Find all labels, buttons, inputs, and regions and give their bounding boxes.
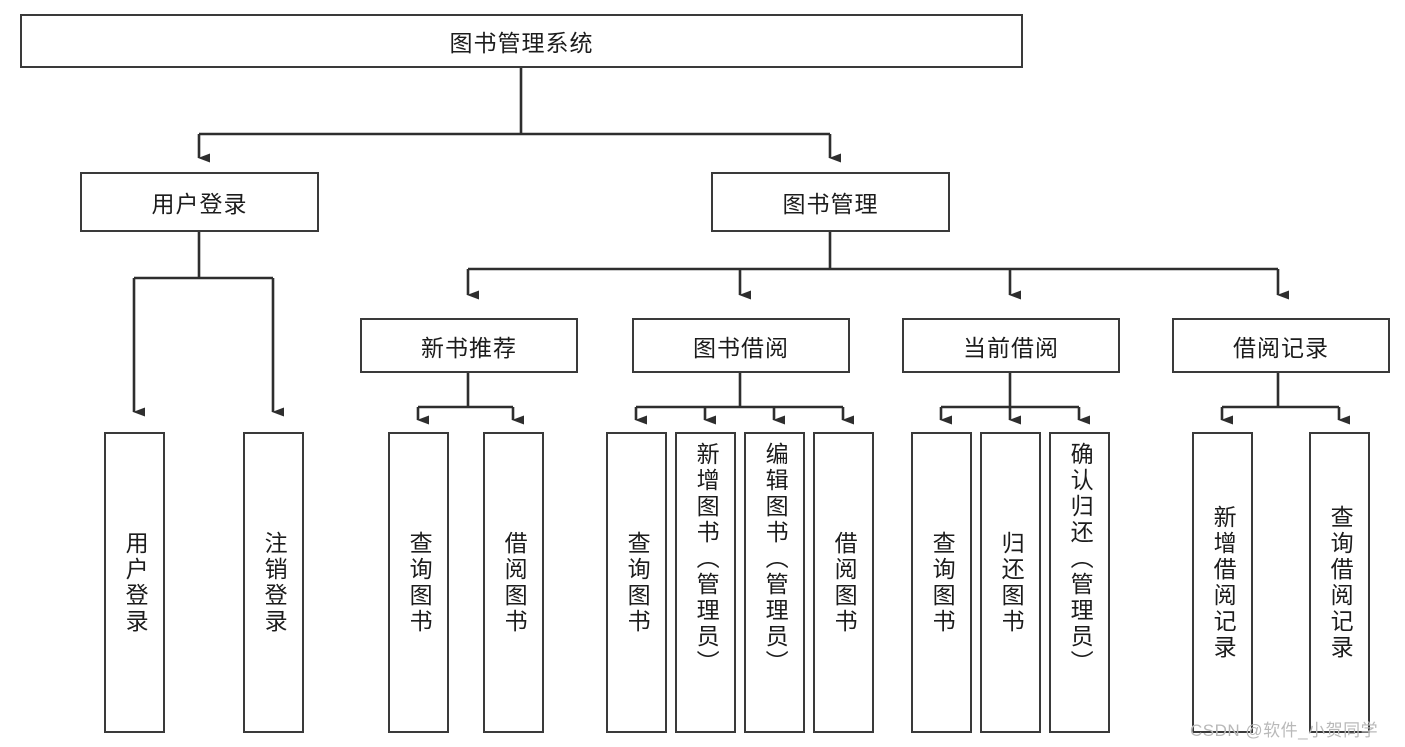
node-leaf-add-borrow-record[interactable]: 新增借阅记录 — [1192, 432, 1253, 733]
node-leaf-user-logout[interactable]: 注销登录 — [243, 432, 304, 733]
node-label: 借阅图书 — [831, 530, 858, 635]
node-borrow-record[interactable]: 借阅记录 — [1172, 318, 1390, 373]
node-label: 借阅图书 — [501, 530, 528, 635]
node-leaf-borrow-book[interactable]: 借阅图书 — [813, 432, 874, 733]
node-leaf-query-book-recommend[interactable]: 查询图书 — [388, 432, 449, 733]
node-label: 归还图书 — [998, 530, 1025, 635]
node-leaf-borrow-book-recommend[interactable]: 借阅图书 — [483, 432, 544, 733]
node-label: 查询借阅记录 — [1327, 504, 1354, 661]
node-label: 图书借阅 — [693, 334, 789, 361]
node-label: 查询图书 — [624, 530, 651, 635]
node-label: 图书管理系统 — [449, 30, 594, 56]
node-leaf-edit-book-admin[interactable]: 编辑图书（管理员） — [744, 432, 805, 733]
node-label: 图书管理 — [782, 191, 879, 217]
node-label: 新书推荐 — [421, 334, 517, 361]
node-root-system[interactable]: 图书管理系统 — [20, 14, 1023, 68]
node-leaf-user-login[interactable]: 用户登录 — [104, 432, 165, 733]
node-leaf-query-book-borrow[interactable]: 查询图书 — [606, 432, 667, 733]
node-leaf-return-book[interactable]: 归还图书 — [980, 432, 1041, 733]
node-current-borrow[interactable]: 当前借阅 — [902, 318, 1120, 373]
node-label: 借阅记录 — [1233, 334, 1329, 361]
node-label: 注销登录 — [261, 530, 288, 635]
node-label: 当前借阅 — [963, 334, 1059, 361]
node-label: 用户登录 — [122, 530, 149, 635]
node-label: 编辑图书（管理员） — [762, 442, 789, 676]
node-leaf-confirm-return-admin[interactable]: 确认归还（管理员） — [1049, 432, 1110, 733]
node-leaf-query-book-current[interactable]: 查询图书 — [911, 432, 972, 733]
node-label: 查询图书 — [406, 530, 433, 635]
node-book-management[interactable]: 图书管理 — [711, 172, 950, 232]
node-label: 确认归还（管理员） — [1067, 442, 1094, 676]
node-new-book-recommend[interactable]: 新书推荐 — [360, 318, 578, 373]
node-leaf-query-borrow-record[interactable]: 查询借阅记录 — [1309, 432, 1370, 733]
node-book-borrow[interactable]: 图书借阅 — [632, 318, 850, 373]
node-leaf-add-book-admin[interactable]: 新增图书（管理员） — [675, 432, 736, 733]
node-label: 新增图书（管理员） — [693, 442, 720, 676]
node-label: 新增借阅记录 — [1210, 504, 1237, 661]
node-user-login[interactable]: 用户登录 — [80, 172, 319, 232]
node-label: 查询图书 — [929, 530, 956, 635]
node-label: 用户登录 — [151, 191, 248, 217]
